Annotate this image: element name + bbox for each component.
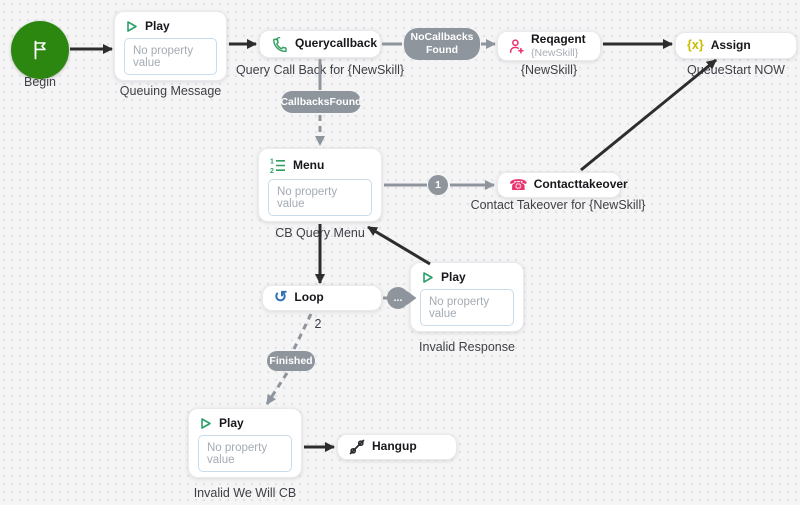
play-icon [125,20,138,33]
branch-badge-dots[interactable]: ... [387,287,409,309]
property-placeholder[interactable]: No property value [268,179,372,216]
loop-icon: ↺ [274,289,288,306]
node-caption: Invalid Response [419,340,515,354]
begin-node[interactable] [11,21,69,79]
node-caption: {NewSkill} [520,63,578,77]
loop-node[interactable]: ↺ Loop [262,285,382,311]
menu-list-icon: 1 2 [269,157,286,174]
assign-variable-icon: {x} [687,38,704,53]
assign-node[interactable]: {x} Assign [675,32,797,59]
property-placeholder[interactable]: No property value [124,38,217,76]
node-title: Querycallback [295,36,378,51]
branch-badge-finished[interactable]: Finished [267,351,315,371]
node-caption: CB Query Menu [275,226,365,240]
node-title: Loop [294,290,324,305]
menu-node[interactable]: 1 2 Menu No property value [258,148,382,222]
contacttakeover-node[interactable]: ☎ Contacttakeover [497,172,628,198]
phone-callback-icon [271,36,288,53]
querycallback-node[interactable]: Querycallback [259,30,381,58]
node-caption: Query Call Back for {NewSkill} [235,63,405,77]
node-title: Play [145,19,170,33]
person-add-icon [508,38,525,55]
node-title: Play [441,270,466,284]
play-invalid-response-node[interactable]: Play No property value [410,262,524,332]
property-placeholder[interactable]: No property value [420,289,514,327]
branch-badge-nocallbacksfound[interactable]: NoCallbacksFound [404,28,480,60]
hangup-node[interactable]: Hangup [337,434,457,460]
node-title: Reqagent [531,32,586,47]
hangup-icon [349,439,365,455]
flag-icon [30,39,50,61]
play-queuing-message-node[interactable]: Play No property value [114,11,227,81]
node-title: Play [219,416,244,430]
phone-takeover-icon: ☎ [509,176,528,194]
svg-text:1: 1 [270,158,274,165]
reqagent-node[interactable]: Reqagent {NewSkill} [497,31,601,61]
node-caption: QueueStart NOW [687,63,785,77]
play-invalid-we-will-cb-node[interactable]: Play No property value [188,408,302,478]
play-icon [421,271,434,284]
loop-iteration-count: 2 [314,317,322,331]
node-title: Contacttakeover [533,177,628,192]
begin-label: Begin [24,75,56,89]
node-title: Hangup [372,439,417,454]
branch-badge-callbacksfound[interactable]: CallbacksFound [280,91,362,113]
node-caption: Contact Takeover for {NewSkill} [470,198,646,212]
branch-badge-1[interactable]: 1 [428,175,448,195]
property-placeholder[interactable]: No property value [198,435,292,473]
node-title: Assign [710,37,751,52]
node-caption: Invalid We Will CB [193,486,297,500]
play-icon [199,417,212,430]
node-title: Menu [293,157,325,172]
node-subtitle: {NewSkill} [531,46,579,59]
node-caption: Queuing Message [119,84,222,98]
svg-text:2: 2 [270,168,274,174]
